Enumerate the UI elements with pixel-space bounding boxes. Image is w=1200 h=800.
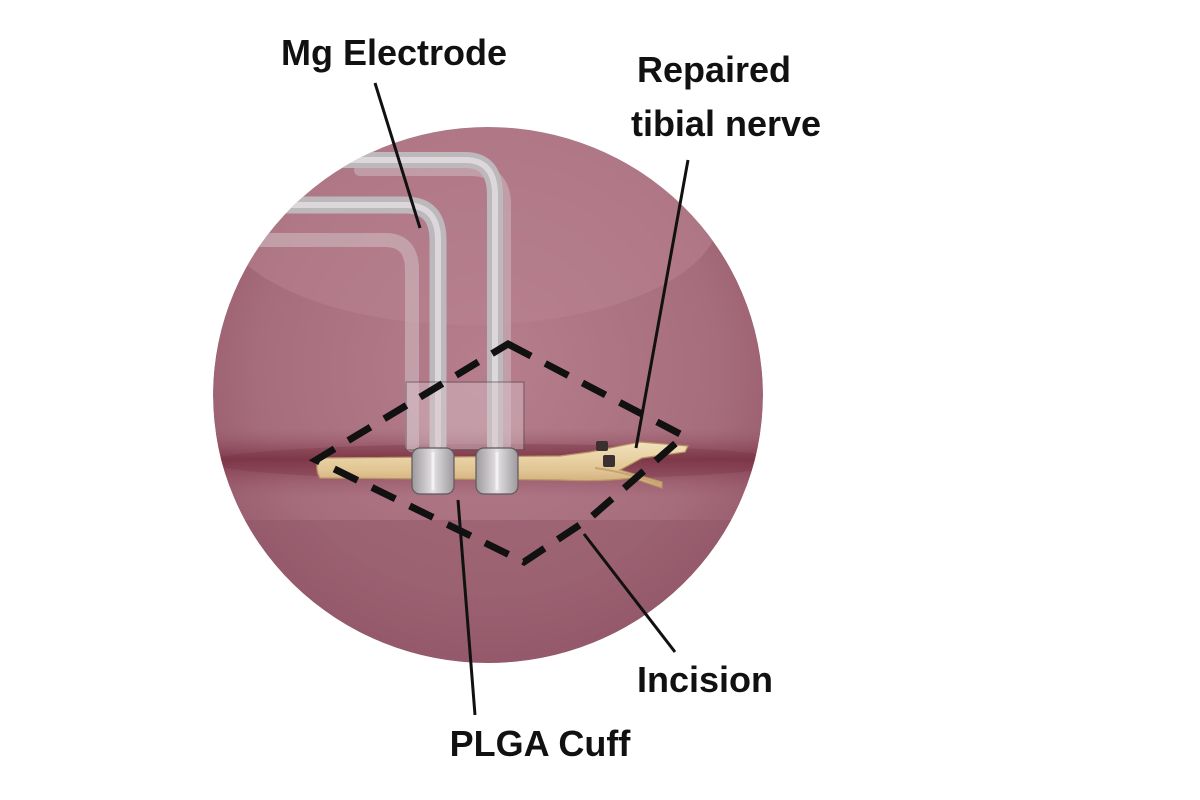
label-incision: Incision — [637, 659, 773, 700]
suture-mark — [603, 455, 615, 467]
label-mg-electrode: Mg Electrode — [281, 32, 507, 73]
leader-lines — [373, 82, 690, 716]
label-tibial-nerve: tibial nerve — [631, 103, 821, 144]
leader-cuff — [456, 499, 477, 716]
label-plga-cuff: PLGA Cuff — [450, 723, 632, 764]
suture-mark — [596, 441, 608, 451]
leader-electrode — [373, 82, 422, 229]
label-repaired: Repaired — [637, 49, 791, 90]
leader-incision — [582, 533, 677, 653]
leader-nerve — [634, 159, 690, 449]
mg-electrode — [213, 152, 511, 454]
plga-cuff — [411, 447, 519, 495]
electrode-substrate — [405, 381, 525, 451]
